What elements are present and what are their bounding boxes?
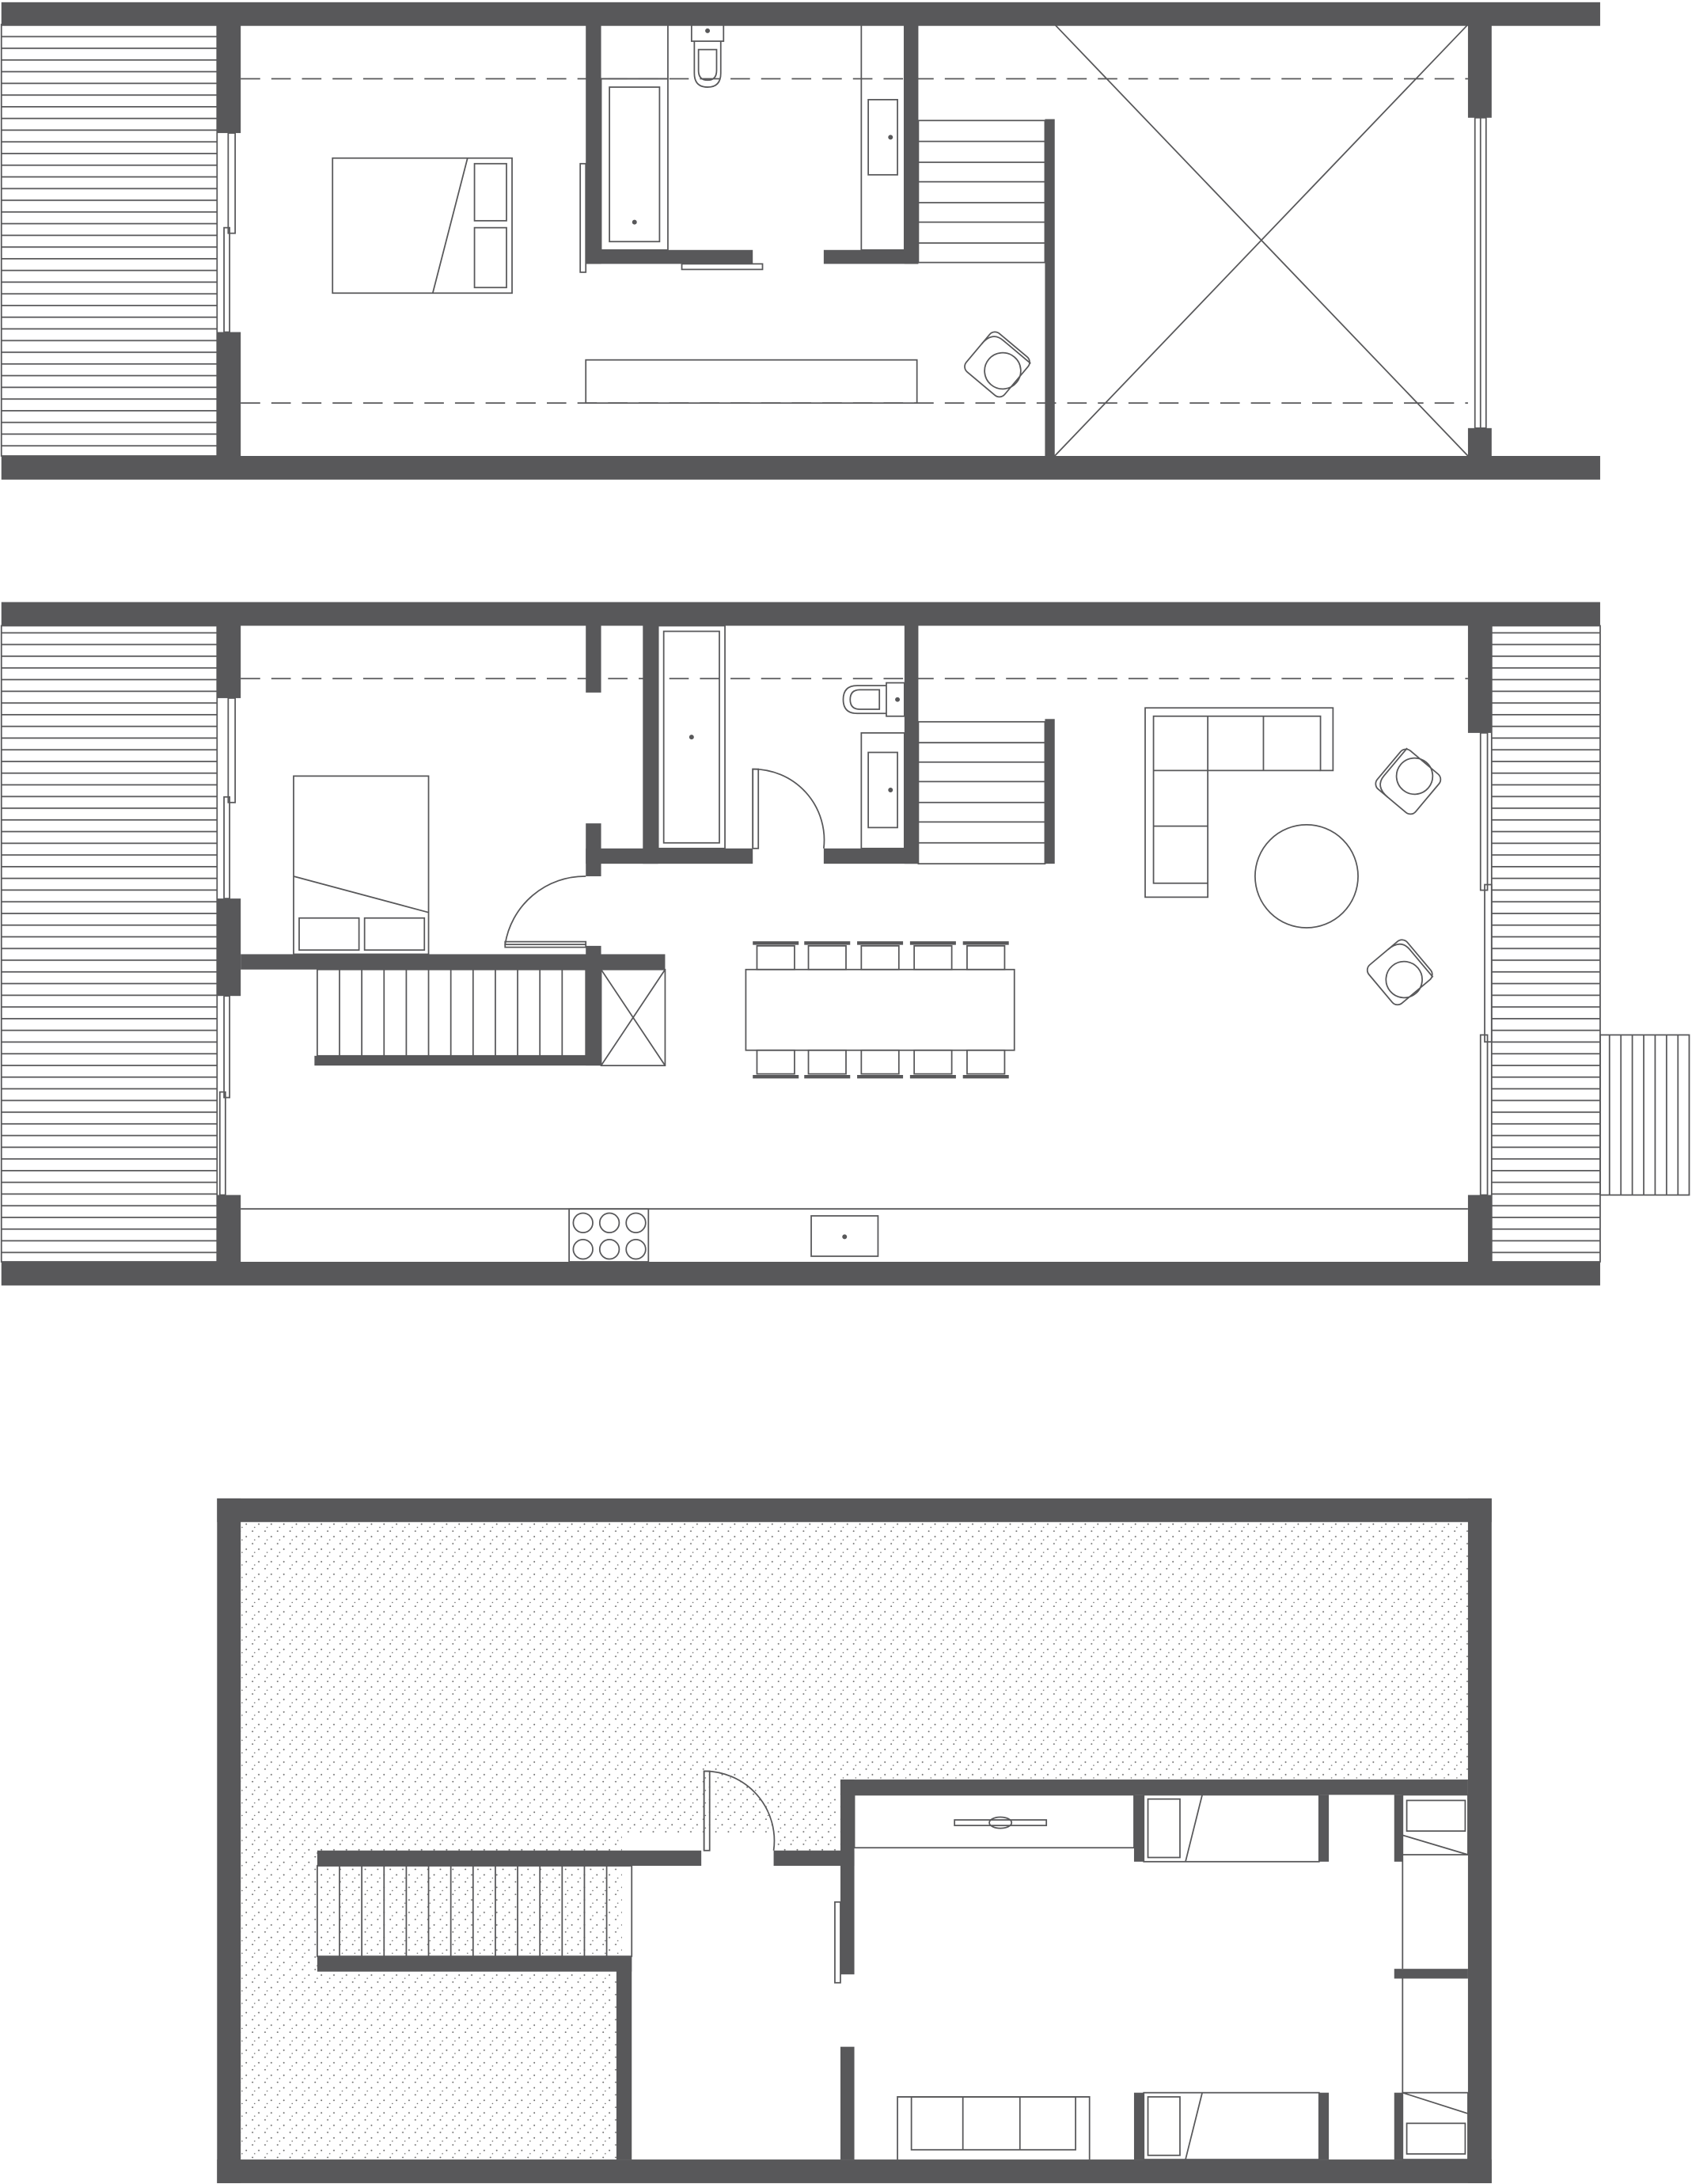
main-vanity xyxy=(860,731,905,849)
coffee-table xyxy=(1254,824,1359,929)
lower-level-plan xyxy=(217,1498,1492,2183)
upper-desk xyxy=(585,359,918,405)
dining-chairs-north xyxy=(753,941,1009,970)
main-walls xyxy=(1,602,1600,1286)
lower-bed-north xyxy=(1143,1794,1320,1863)
main-bed xyxy=(293,775,430,955)
upper-stair xyxy=(917,120,1046,264)
main-stair-landing xyxy=(600,968,666,1066)
main-deck-east xyxy=(1490,625,1601,1263)
upper-bed xyxy=(332,157,513,294)
upper-toilet xyxy=(690,24,725,42)
lower-bunk-north xyxy=(1402,1794,1469,1855)
lower-bunk-south xyxy=(1402,2091,1469,2160)
main-bath-door xyxy=(752,768,825,849)
main-armchair-south xyxy=(1366,939,1434,1006)
dining-chairs-south xyxy=(753,1049,1009,1079)
dining-table xyxy=(745,968,1015,1051)
main-sofa xyxy=(1144,707,1334,898)
main-stair-up xyxy=(917,720,1046,865)
main-deck-west xyxy=(0,625,218,1263)
lower-stair xyxy=(316,1865,633,1958)
upper-walls xyxy=(1,2,1600,480)
upper-armchair xyxy=(964,331,1031,398)
main-fixtures xyxy=(218,625,1493,1263)
main-bathtub xyxy=(657,625,726,849)
main-toilet xyxy=(886,682,905,717)
upper-fixtures xyxy=(223,24,1487,457)
upper-level-plan xyxy=(0,2,1600,480)
lower-walls xyxy=(217,1498,1492,2183)
lower-door xyxy=(703,1770,776,1851)
kitchen-sink xyxy=(810,1215,879,1257)
lower-bed-south xyxy=(1143,2091,1320,2160)
upper-vanity xyxy=(860,24,905,251)
cooktop xyxy=(568,1208,650,1263)
lower-shelf xyxy=(853,1794,1135,1849)
lower-crawlspace xyxy=(241,1521,1468,2160)
main-level-plan xyxy=(0,602,1690,1286)
main-bedroom-door xyxy=(504,875,586,946)
main-deck-steps xyxy=(1599,1034,1690,1196)
main-armchair-north xyxy=(1375,747,1442,815)
upper-deck xyxy=(0,24,218,457)
lower-fixtures xyxy=(316,1770,1469,2160)
